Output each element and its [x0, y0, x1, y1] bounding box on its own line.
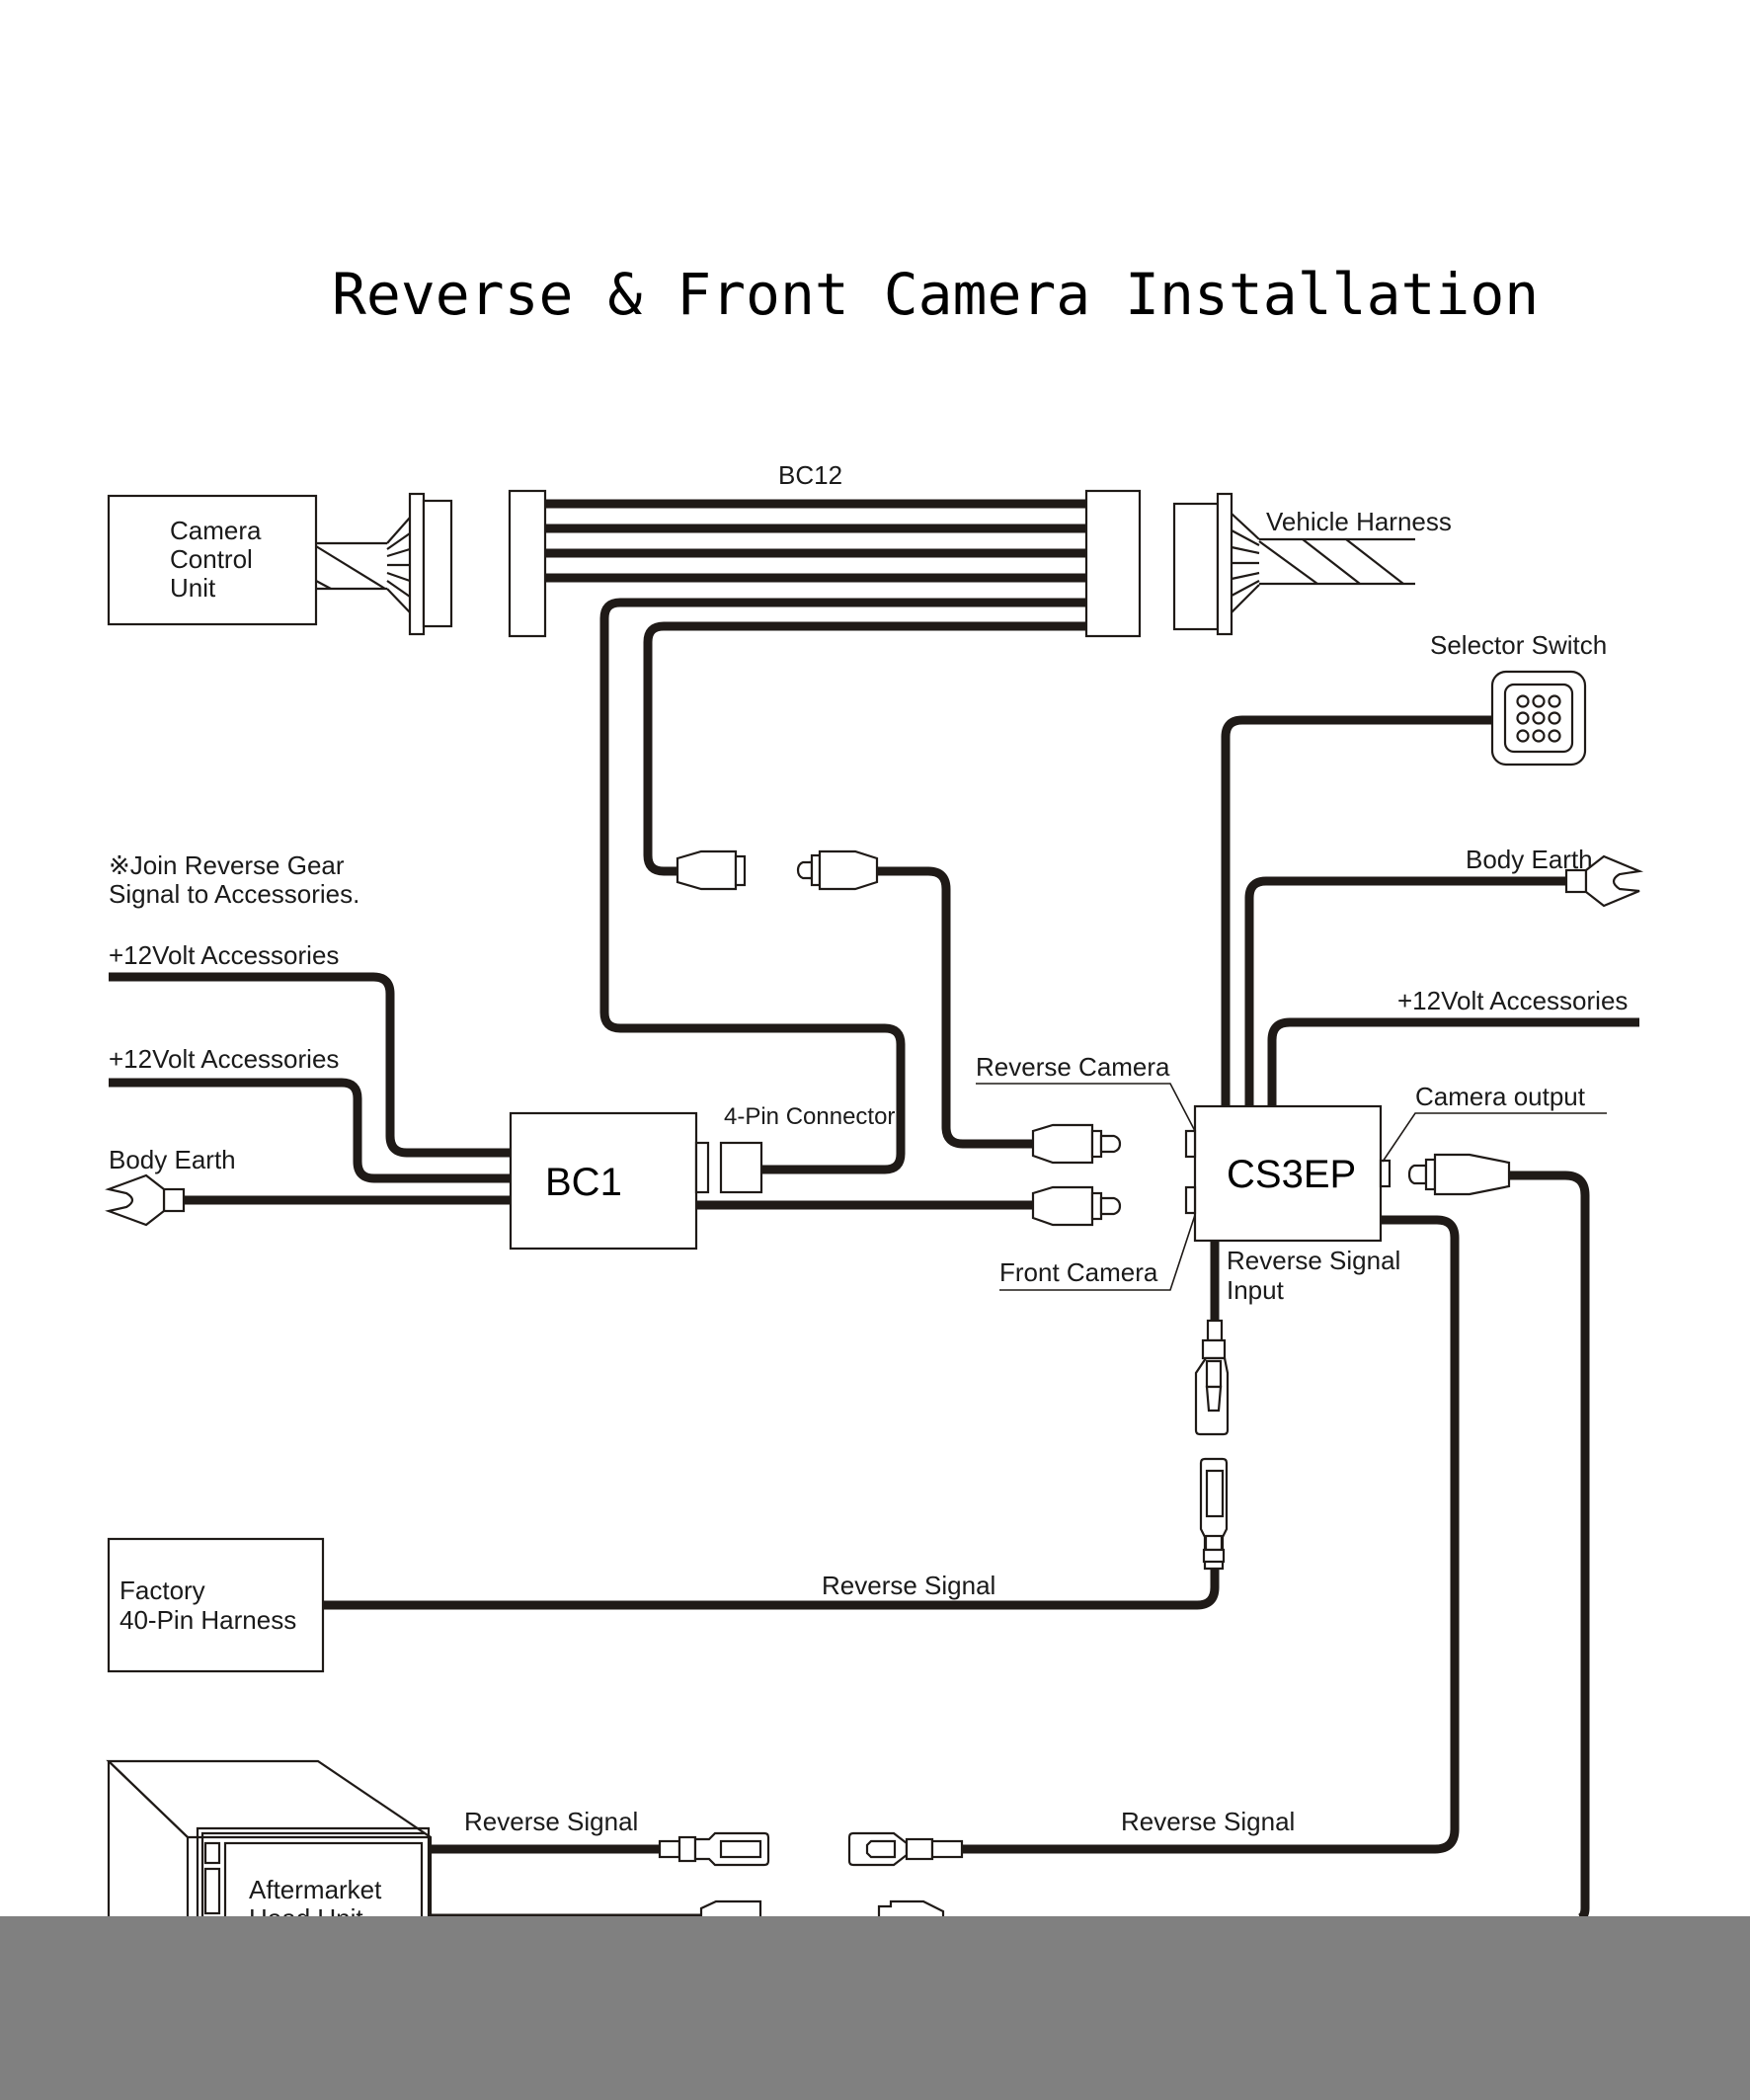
rca-plug-icon[interactable] [1407, 1153, 1511, 1196]
mid-rca-pair [676, 849, 1033, 1149]
selector-switch-label: Selector Switch [1430, 630, 1607, 660]
bc12-left-connector [508, 489, 547, 638]
cs3ep-label: CS3EP [1227, 1153, 1356, 1196]
cs3ep-power-wires: Body Earth +12Volt Accessories [1244, 845, 1644, 1108]
vehicle-harness: Vehicle Harness [1172, 492, 1452, 636]
rca-plug-icon[interactable] [1031, 1123, 1122, 1165]
ccu-connector-body [422, 499, 453, 628]
ring-terminal-icon [105, 1173, 186, 1227]
bc12-harness: BC12 [508, 460, 1142, 1174]
bc1-label: BC1 [545, 1161, 622, 1204]
reverse-signal-cs3ep-label: Reverse Signal [1121, 1807, 1295, 1836]
left-12v-label-1: +12Volt Accessories [109, 940, 339, 970]
vehicle-harness-connector-body [1172, 502, 1220, 631]
spade-connector-icon[interactable] [1199, 1457, 1229, 1571]
reverse-signal-input-line-1: Reverse Signal [1227, 1246, 1400, 1275]
note-line-1: ※Join Reverse Gear [109, 850, 345, 880]
keypad-3x3-icon[interactable] [1490, 670, 1587, 767]
note-line-2: Signal to Accessories. [109, 879, 359, 909]
cs3ep-module: CS3EP Reverse Camera Front Camera Camera… [976, 1052, 1607, 1305]
spade-connector-icon[interactable] [1194, 1319, 1230, 1436]
vehicle-harness-label: Vehicle Harness [1266, 507, 1452, 536]
rca-plug-icon[interactable] [796, 849, 879, 891]
selector-switch: Selector Switch [1221, 630, 1607, 1108]
left-wires: ※Join Reverse Gear Signal to Accessories… [105, 850, 511, 1227]
right-12v-label: +12Volt Accessories [1397, 986, 1628, 1015]
bc12-label: BC12 [778, 460, 842, 490]
bc1-module: BC1 4-Pin Connector [509, 1103, 1033, 1251]
ccu-label-line-2: Control [170, 544, 253, 574]
ccu-label-line-1: Camera [170, 516, 262, 545]
aftermarket-head-unit: Aftermarket Head Unit Reverse Signal [106, 1759, 701, 1933]
bc12-right-connector [1084, 489, 1142, 638]
reverse-signal-input-line-2: Input [1227, 1275, 1285, 1305]
vehicle-harness-connector-flange [1216, 492, 1233, 636]
camera-control-unit: Camera Control Unit [107, 492, 453, 636]
gray-overlay-bar [0, 1916, 1750, 2100]
diagram-title: Reverse & Front Camera Installation [332, 261, 1539, 328]
reverse-camera-label: Reverse Camera [976, 1052, 1170, 1082]
factory-harness: Factory 40-Pin Harness Reverse Signal [107, 1537, 1220, 1673]
four-pin-connector[interactable] [719, 1141, 763, 1194]
rca-plug-icon[interactable] [1031, 1185, 1122, 1227]
factory-harness-line-2: 40-Pin Harness [119, 1605, 296, 1635]
four-pin-connector-label: 4-Pin Connector [724, 1103, 895, 1130]
head-unit-line-1: Aftermarket [249, 1875, 382, 1904]
cs3ep-reverse-camera-port[interactable] [1184, 1129, 1197, 1159]
reverse-signal-head-unit-label: Reverse Signal [464, 1807, 638, 1836]
cs3ep-front-camera-port[interactable] [1184, 1185, 1197, 1215]
spade-connector-icon[interactable] [658, 1831, 770, 1867]
camera-output-label: Camera output [1415, 1082, 1586, 1111]
ring-terminal-icon [1564, 854, 1644, 908]
front-camera-label: Front Camera [999, 1257, 1158, 1287]
spade-connector-icon[interactable] [847, 1831, 964, 1867]
reverse-signal-factory-label: Reverse Signal [822, 1571, 995, 1600]
left-body-earth-label: Body Earth [109, 1145, 236, 1174]
ccu-label-line-3: Unit [170, 573, 216, 603]
cs3ep-camera-output-port[interactable] [1379, 1159, 1392, 1188]
bc1-port [694, 1141, 710, 1194]
rca-socket-icon[interactable] [676, 849, 747, 891]
left-12v-label-2: +12Volt Accessories [109, 1044, 339, 1074]
factory-harness-line-1: Factory [119, 1575, 205, 1605]
ccu-connector-flange [408, 492, 426, 636]
